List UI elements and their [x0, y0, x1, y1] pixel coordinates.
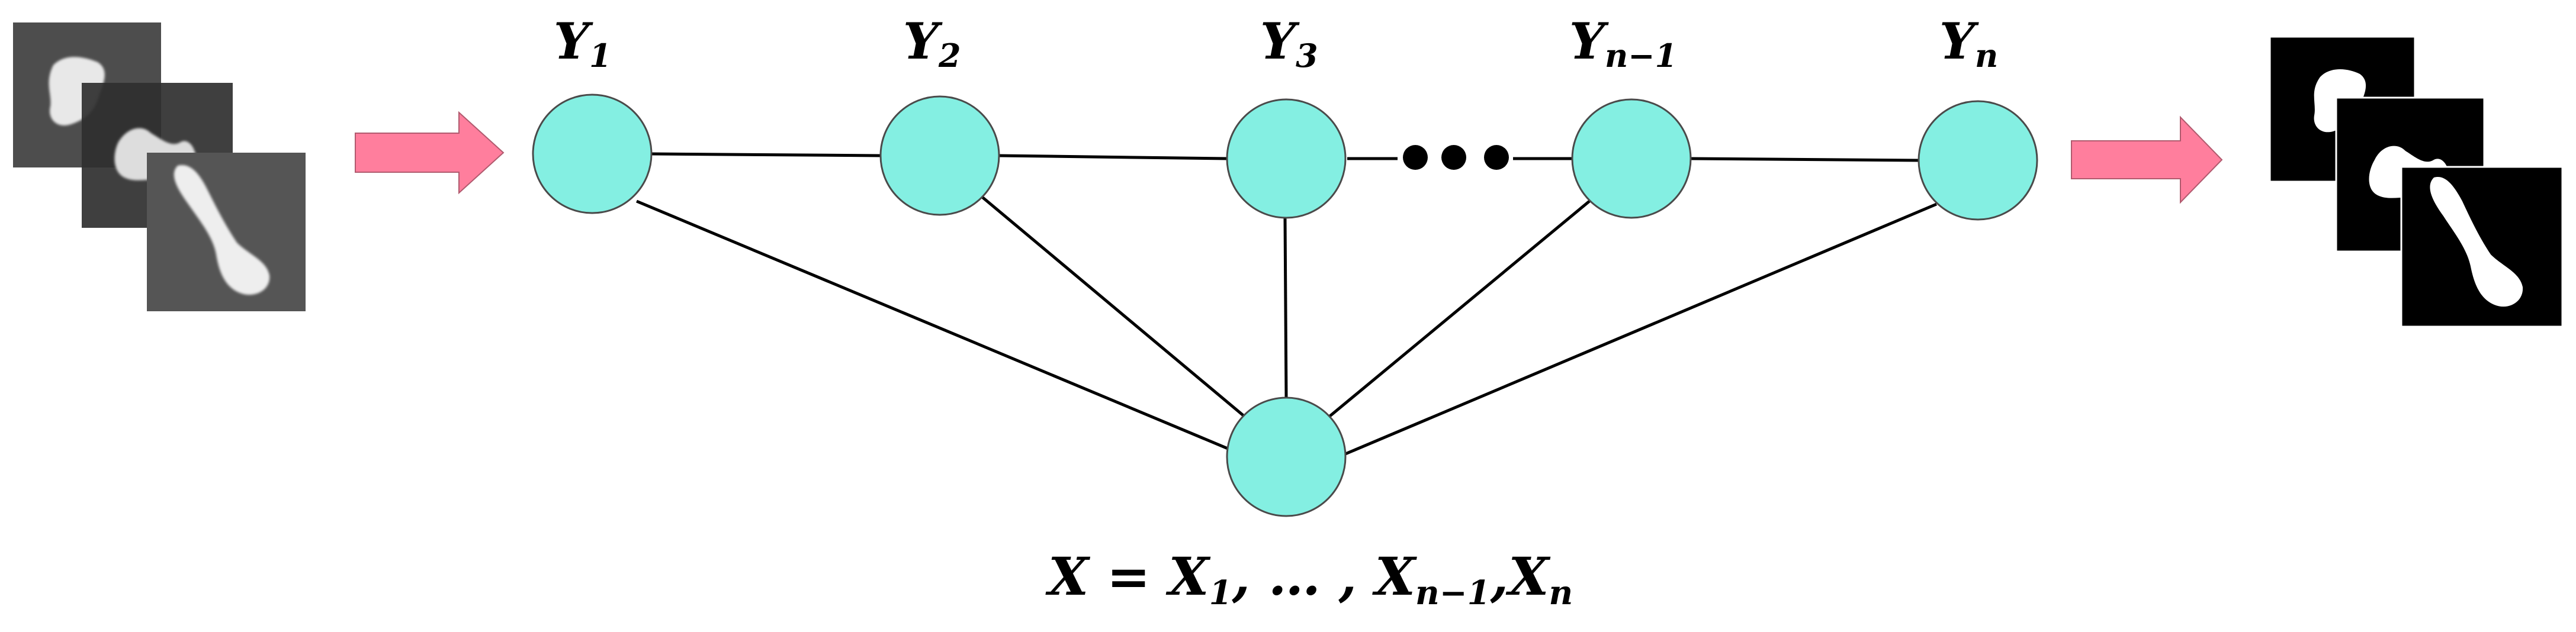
node-yn [1917, 100, 2038, 221]
input-frame-3 [147, 153, 306, 311]
edge-yn1-yn [1690, 157, 1919, 162]
formula-comma: , [1490, 546, 1509, 607]
label-y3-sub: 3 [1295, 37, 1318, 75]
nodes [532, 93, 2038, 517]
label-yn-sub: n [1974, 37, 1999, 75]
dot-3 [1484, 145, 1509, 170]
edge-yn-x [1341, 202, 1937, 457]
edge-y2-y3 [999, 154, 1228, 160]
dot-1 [1403, 145, 1428, 170]
formula-xn-1: X [1374, 546, 1416, 607]
label-yn: Yn [1939, 17, 1998, 72]
label-y2: Y2 [903, 17, 961, 72]
formula-lhs: X [1048, 546, 1089, 607]
label-yn-base: Y [1939, 12, 1975, 70]
formula-ellipsis: , … , [1232, 546, 1375, 607]
label-yn-1-sub: n−1 [1604, 37, 1678, 75]
output-frame-3 [2400, 166, 2564, 328]
edge-y1-y2 [651, 152, 881, 157]
node-yn-1 [1571, 98, 1692, 219]
node-x [1226, 396, 1347, 517]
input-arrow-icon [355, 111, 505, 195]
label-y1-base: Y [554, 12, 589, 70]
node-y2 [879, 95, 1000, 216]
observation-formula: X = X1, … , Xn−1,Xn [1048, 550, 1573, 610]
formula-x1-sub: 1 [1209, 573, 1232, 612]
input-image-stack [13, 22, 306, 311]
edge-y2-x [979, 194, 1254, 424]
label-y2-base: Y [903, 12, 939, 70]
ellipsis-dots [1403, 145, 1509, 170]
node-y3 [1226, 98, 1347, 219]
edge-yn1-x [1322, 197, 1594, 423]
edge-y3-x [1283, 217, 1288, 398]
label-y1-sub: 1 [589, 37, 612, 75]
label-yn-1-base: Y [1569, 12, 1605, 70]
node-y1 [532, 93, 653, 214]
edges [636, 152, 1937, 457]
formula-x1: X [1168, 546, 1209, 607]
label-y2-sub: 2 [938, 37, 961, 75]
formula-xn-1-sub: n−1 [1415, 573, 1491, 612]
edge-y1-x [636, 199, 1238, 454]
formula-equals: = [1088, 546, 1169, 607]
label-y3: Y3 [1260, 17, 1318, 72]
label-y3-base: Y [1260, 12, 1296, 70]
dot-2 [1441, 145, 1466, 170]
output-arrow-icon [2071, 115, 2223, 204]
label-yn-1: Yn−1 [1569, 17, 1677, 72]
label-y1: Y1 [554, 17, 612, 72]
formula-xn-sub: n [1549, 573, 1573, 612]
output-mask-stack [2269, 36, 2564, 328]
formula-xn: X [1508, 546, 1549, 607]
